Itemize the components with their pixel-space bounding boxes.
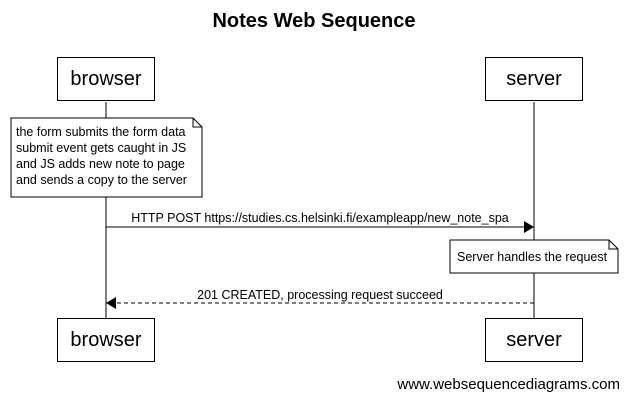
browser-note-line: submit event gets caught in JS (16, 141, 187, 155)
diagram-title: Notes Web Sequence (212, 10, 416, 32)
post-arrowhead (524, 221, 534, 233)
server-actor-bottom: server (485, 318, 583, 362)
server-actor-top: server (485, 57, 583, 101)
browser-actor-top: browser (57, 57, 155, 101)
response-arrowhead (106, 297, 116, 309)
footer-watermark: www.websequencediagrams.com (397, 376, 620, 393)
browser-note-line: and JS adds new note to page (16, 157, 185, 171)
browser-note-line: the form submits the form data (16, 125, 186, 139)
response-message-label: 201 CREATED, processing request succeed (197, 288, 443, 302)
browser-note: the form submits the form data submit ev… (16, 124, 187, 188)
browser-note-shape (10, 117, 203, 198)
post-message-label: HTTP POST https://studies.cs.helsinki.fi… (131, 211, 509, 225)
browser-actor-bottom: browser (57, 318, 155, 362)
server-note-shape (449, 239, 619, 274)
server-note: Server handles the request (457, 250, 608, 264)
browser-note-line: and sends a copy to the server (16, 173, 187, 187)
